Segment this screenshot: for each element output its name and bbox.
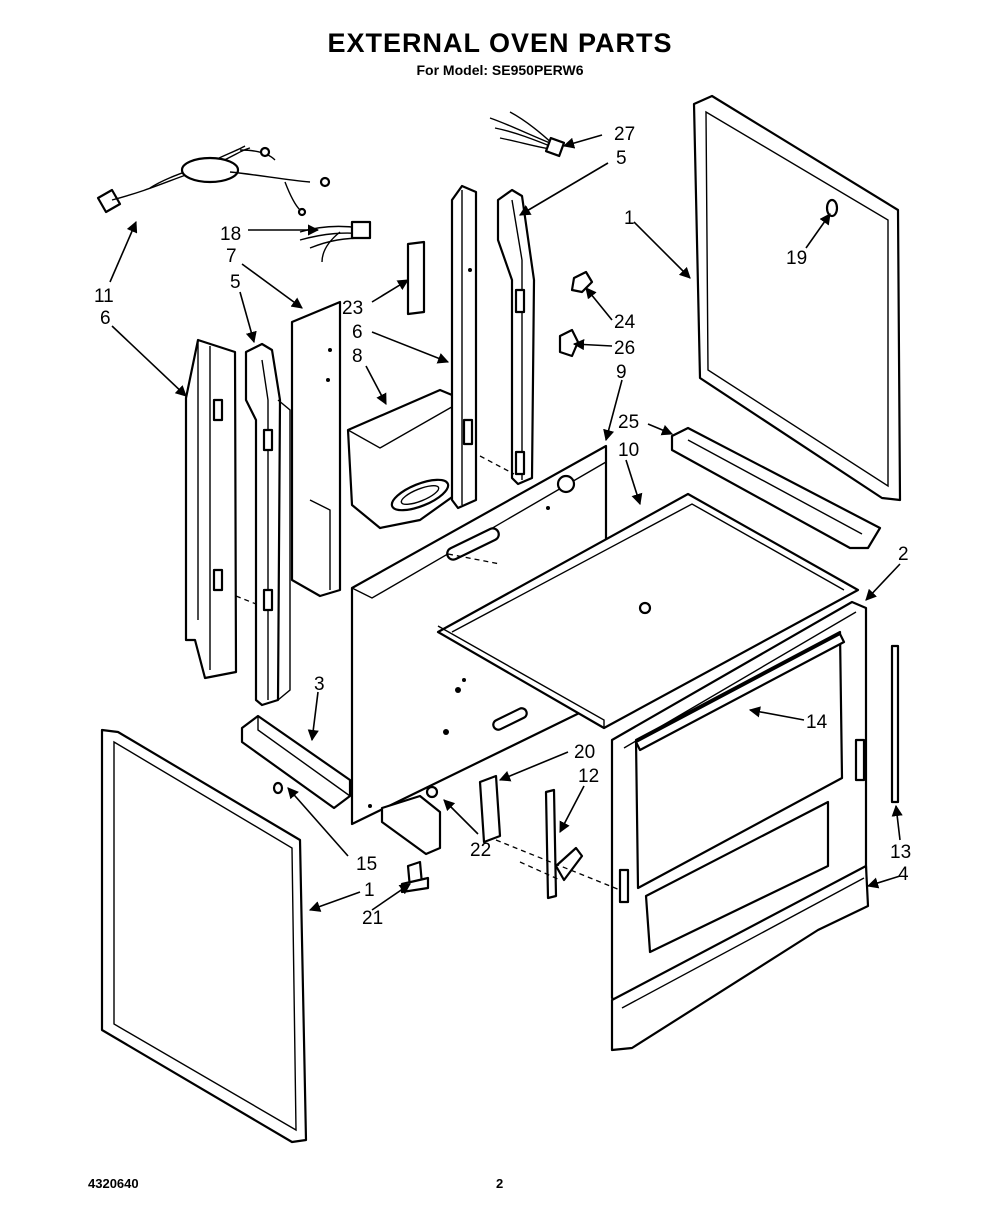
channel-right-part [496, 188, 536, 486]
callout-27: 27 [614, 124, 635, 145]
callout-labels: 27 5 1 19 18 7 5 11 6 23 6 8 24 26 9 25 … [94, 124, 911, 929]
side-trim-right-part [450, 184, 478, 510]
callout-22: 22 [470, 840, 491, 861]
clip-26-part [558, 328, 580, 358]
callout-4: 4 [898, 864, 909, 885]
callout-3: 3 [314, 674, 325, 695]
callout-5-top: 5 [616, 148, 627, 169]
side-strip-part [890, 644, 900, 804]
wire-harness-part [299, 220, 372, 263]
clip-24-part [570, 270, 594, 294]
callout-7: 7 [226, 246, 237, 267]
gasket-strip-part [634, 632, 846, 752]
model-subtitle: For Model: SE950PERW6 [416, 62, 584, 78]
callout-9: 9 [616, 362, 627, 383]
vent-duct-part [346, 388, 466, 530]
callout-24: 24 [614, 312, 636, 333]
callout-13: 13 [890, 842, 911, 863]
callout-23: 23 [342, 298, 363, 319]
callout-8: 8 [352, 346, 363, 367]
page-number: 2 [496, 1176, 504, 1191]
side-trim-left-part [184, 338, 238, 680]
callout-leaders [109, 134, 903, 912]
callout-26: 26 [614, 338, 635, 359]
bracket-part [240, 714, 352, 810]
strip-part [406, 240, 426, 316]
callout-5-left: 5 [230, 272, 241, 293]
toe-kick-part [610, 864, 870, 1052]
callout-10: 10 [618, 440, 639, 461]
callout-6-mid: 6 [352, 322, 363, 343]
callout-18: 18 [220, 224, 241, 245]
channel-left-part [244, 342, 291, 707]
document-number: 4320640 [88, 1176, 139, 1191]
callout-21: 21 [362, 908, 383, 929]
callout-19: 19 [786, 248, 807, 269]
rear-panel-part [290, 300, 342, 598]
callout-2: 2 [898, 544, 909, 565]
callout-1-right: 1 [624, 208, 635, 229]
callout-12: 12 [578, 766, 599, 787]
rail-part [670, 426, 882, 550]
power-cord-part [96, 145, 331, 217]
hinge-plate-part [478, 774, 502, 844]
callout-11: 11 [94, 286, 114, 307]
callout-1-left: 1 [364, 880, 375, 901]
burner-box-part [380, 785, 442, 894]
callout-14: 14 [806, 712, 828, 733]
bottom-panel-part [436, 492, 860, 730]
wire-bundle-part [489, 111, 566, 158]
hinge-part [544, 788, 584, 900]
page-title: EXTERNAL OVEN PARTS [327, 28, 673, 58]
callout-25: 25 [618, 412, 639, 433]
callout-15: 15 [356, 854, 377, 875]
callout-6-left: 6 [100, 308, 111, 329]
side-panel-right-part [692, 94, 902, 502]
side-panel-left-part [100, 728, 308, 1144]
callout-20: 20 [574, 742, 595, 763]
